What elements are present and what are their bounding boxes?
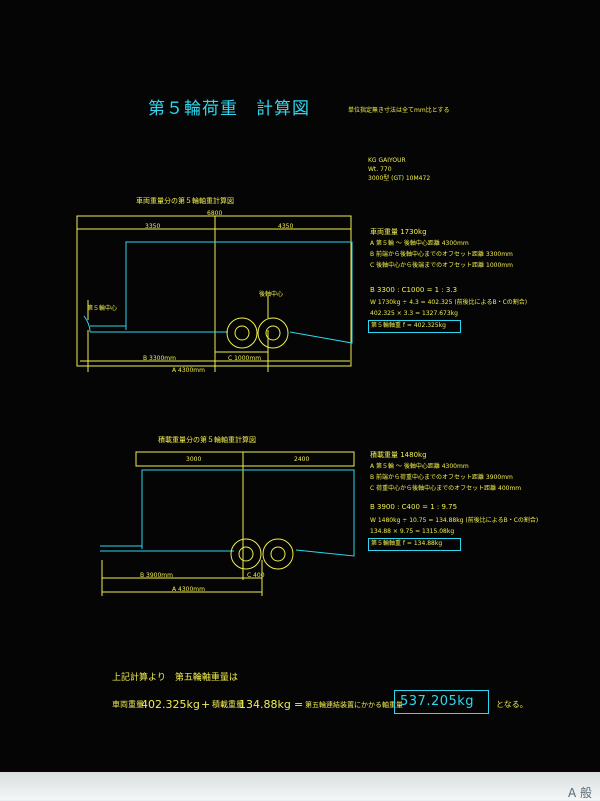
wheel-1a [226, 317, 258, 349]
trailer-body-1 [125, 241, 353, 344]
calc1-line-2: A 第５輪 ～ 後軸中心距離 4300mm [370, 240, 469, 247]
summary-term2-value: 134.88kg [239, 698, 291, 711]
section1-dim-bottom-c: C 1000mm [228, 355, 262, 362]
summary-equals: = [294, 698, 304, 711]
summary-tail: となる。 [496, 700, 528, 709]
trailer-drawings [76, 215, 355, 596]
calc2-line-3: B 前端から荷重中心までのオフセット距離 3900mm [370, 474, 513, 481]
calc2-line-2: A 第５輪 ～ 後軸中心距離 4300mm [370, 463, 469, 470]
calc1-line-6: B 3300 : C1000 = 1 : 3.3 [370, 286, 458, 294]
summary-lead: 上記計算より 第五輪軸重量は [112, 673, 238, 683]
title-note: 単位指定無き寸法は全てmm比とする [348, 107, 450, 114]
wheel-2b [262, 538, 294, 570]
summary-result-value: 537.205kg [400, 694, 475, 709]
wheel-2a [230, 538, 262, 570]
header-info-line-1: KG GAIYOUR [368, 157, 406, 164]
summary-result-label: 第五輪連結装置にかかる軸重量 [305, 701, 403, 709]
section2-heading: 積載重量分の第５輪軸重計算図 [158, 436, 256, 444]
result-box-1: 第５輪軸重 f = 402.325kg [368, 320, 461, 333]
calc2-line-8: 134.88 × 9.75 = 1315.08kg [370, 528, 455, 535]
trailer-body-2 [141, 469, 355, 557]
monitor-bezel [0, 772, 600, 800]
header-info-line-2: Wt. 770 [368, 166, 392, 173]
result-1: 第５輪軸重 f = 402.325kg [371, 322, 446, 329]
calc1-line-1: 車両重量 1730kg [370, 228, 427, 236]
section2-dim-bottom-a: A 4300mm [172, 586, 205, 593]
summary-result-box: 537.205kg [394, 690, 489, 714]
calc1-line-3: B 前端から後軸中心までのオフセット距離 3300mm [370, 251, 513, 258]
section2-dim-bottom-c: C 400 [247, 572, 265, 579]
calc2-line-1: 積載重量 1480kg [370, 451, 427, 459]
section1-heading: 車両重量分の第５輪軸重計算図 [136, 197, 234, 205]
section2-dim-top-a: 3000 [186, 456, 202, 463]
taskbar-text: A 般 [567, 786, 592, 800]
calc2-line-6: B 3900 : C400 = 1 : 9.75 [370, 503, 458, 511]
summary-plus: + [201, 698, 211, 711]
calc1-line-7: W 1730kg ÷ 4.3 = 402.325 (前後比によるB・Cの割合) [370, 299, 528, 306]
wheel-1b [257, 317, 289, 349]
section1-dim-bottom-a: A 4300mm [172, 367, 205, 374]
section2-dim-top-b: 2400 [294, 456, 310, 463]
section2-dim-bottom-b: B 3900mm [140, 572, 173, 579]
section1-dim-top: 6800 [207, 210, 223, 217]
result-box-2: 第５輪軸重 f = 134.88kg [368, 538, 461, 551]
axle-label: 後軸中心 [259, 291, 284, 298]
frame-1 [76, 215, 352, 367]
result-2: 第５輪軸重 f = 134.88kg [371, 540, 443, 547]
cad-drawing-screen[interactable]: 第５輪荷重 計算図 単位指定無き寸法は全てmm比とする KG GAIYOUR W… [0, 0, 600, 772]
fifth-wheel-label: 第５輪中心 [87, 305, 118, 312]
summary-term1-label: 車両重量 [112, 700, 144, 709]
trailer-drawing-2 [100, 451, 355, 596]
section1-dim-bottom-b: B 3300mm [143, 355, 176, 362]
section1-dim-a: 3350 [145, 223, 161, 230]
calc2-line-7: W 1480kg ÷ 10.75 = 134.88kg (前後比によるB・Cの割… [370, 517, 539, 524]
frame-2 [135, 451, 355, 467]
summary-term1-value: 402.325kg [141, 698, 200, 711]
calc1-line-4: C 後軸中心から後端までのオフセット距離 1000mm [370, 262, 513, 269]
section1-dim-b: 4350 [278, 223, 294, 230]
summary-term2-label: 積載重量 [212, 700, 244, 709]
page-title: 第５輪荷重 計算図 [148, 99, 310, 119]
calc1-line-8: 402.325 × 3.3 = 1327.673kg [370, 310, 458, 317]
header-info-line-3: 3000型 (GT) 10M472 [368, 175, 431, 182]
trailer-drawing-1 [76, 215, 353, 372]
calc2-line-4: C 荷重中心から後軸中心までのオフセット距離 400mm [370, 485, 522, 492]
